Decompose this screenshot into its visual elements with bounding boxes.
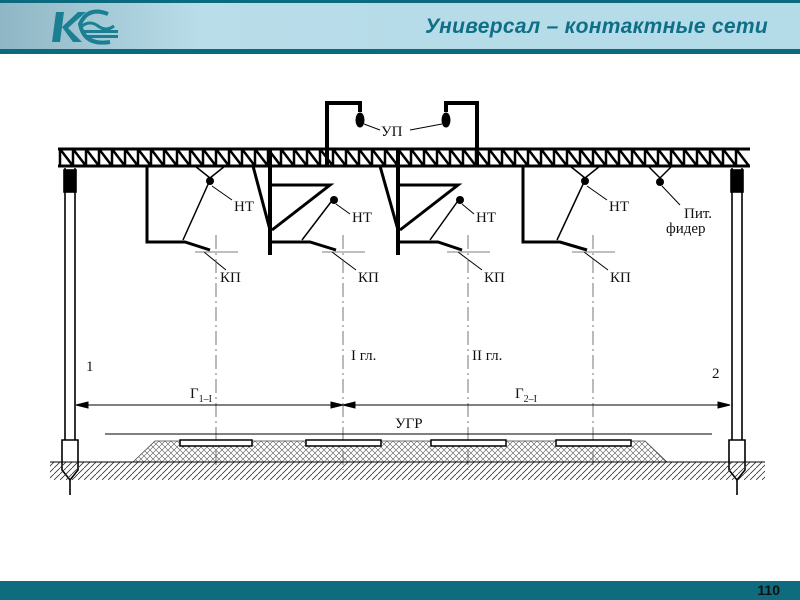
track-label-2: II гл. xyxy=(472,348,502,364)
ugr-label: УГР xyxy=(395,416,423,432)
pole-label-1: 1 xyxy=(86,359,94,375)
feeder-label-line1: Пит. xyxy=(684,206,712,222)
kp-label-2: КП xyxy=(358,270,379,286)
gauge-label-1: Г1–I xyxy=(190,386,212,405)
sleepers-and-rails xyxy=(179,439,632,447)
kp-label-3: КП xyxy=(484,270,505,286)
company-logo xyxy=(52,9,118,45)
dimension-lines xyxy=(75,401,731,435)
nt-label-3: НТ xyxy=(476,210,496,226)
gauge-label-2: Г2–I xyxy=(515,386,537,405)
slide-title: Универсал – контактные сети xyxy=(425,15,768,38)
nt-label-1: НТ xyxy=(234,199,254,215)
nt-label-2: НТ xyxy=(352,210,372,226)
header-divider xyxy=(0,49,800,54)
truss-beam xyxy=(58,147,750,168)
pole-right xyxy=(728,168,746,495)
up-label: УП xyxy=(381,124,403,140)
slide-header: Универсал – контактные сети xyxy=(0,0,800,54)
ground xyxy=(50,462,765,480)
page-number: 110 xyxy=(757,582,780,598)
nt-label-4: НТ xyxy=(609,199,629,215)
kp-label-4: КП xyxy=(610,270,631,286)
slide-footer: 110 xyxy=(0,581,800,600)
track-centerlines xyxy=(195,235,615,470)
feeder-supports xyxy=(325,101,479,166)
pole-left xyxy=(61,168,79,495)
track-label-1: I гл. xyxy=(351,348,376,364)
pole-label-2: 2 xyxy=(712,366,720,382)
cantilevers xyxy=(145,150,673,255)
feeder-label-line2: фидер xyxy=(666,221,706,237)
kp-label-1: КП xyxy=(220,270,241,286)
